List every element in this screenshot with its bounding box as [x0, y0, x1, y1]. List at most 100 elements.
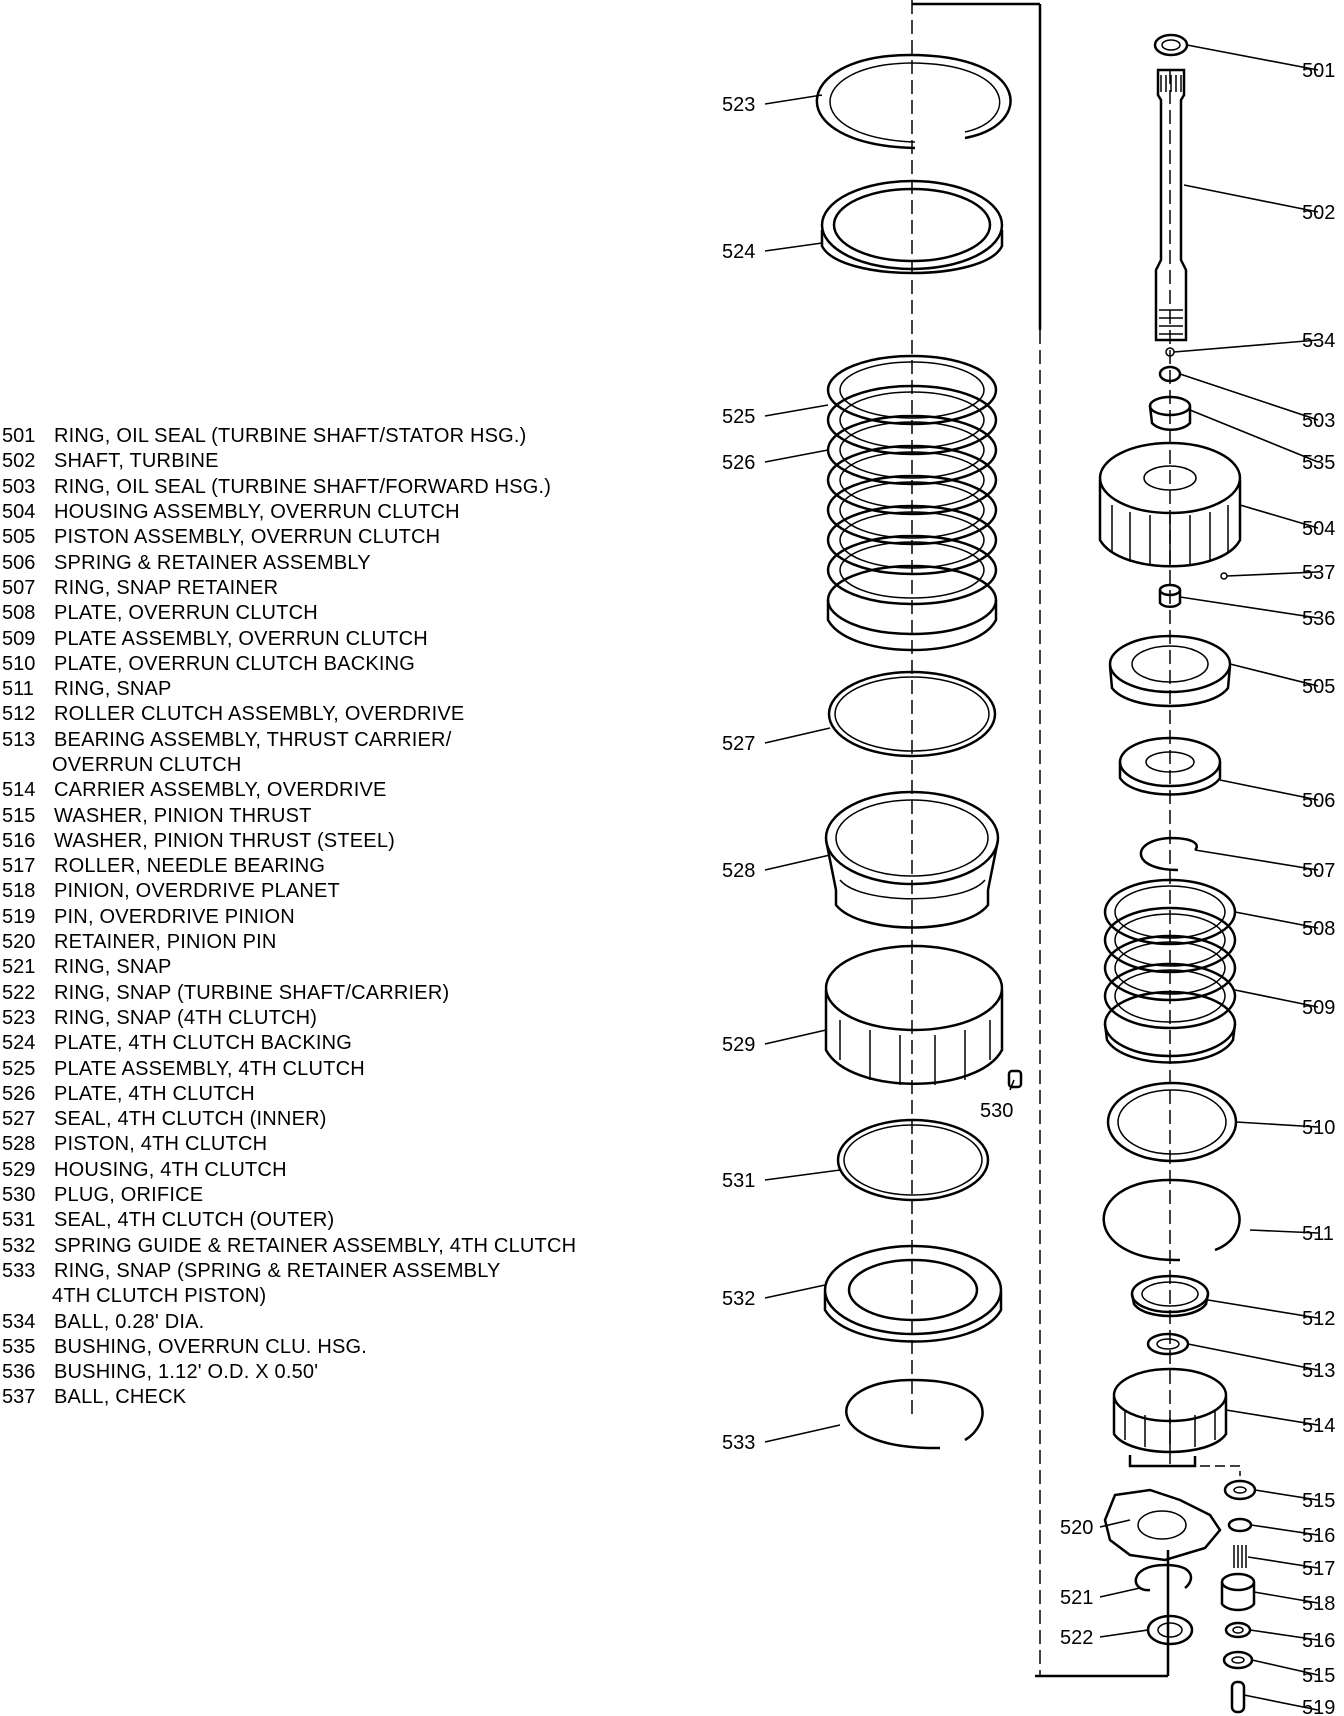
callout-514: 514 — [1302, 1415, 1335, 1437]
part-508-509-overrun-clutch-plate-stack — [1103, 878, 1237, 1064]
legend-part-description: SPRING & RETAINER ASSEMBLY — [54, 551, 371, 574]
part-501-oil-seal-ring — [1153, 33, 1189, 57]
legend-part-description: PLUG, ORIFICE — [54, 1184, 204, 1207]
legend-part-number: 509 — [2, 627, 36, 650]
callout-501: 501 — [1302, 60, 1335, 82]
legend-part-description: PISTON ASSEMBLY, OVERRUN CLUTCH — [54, 526, 441, 549]
legend-part-number: 508 — [2, 602, 36, 625]
part-513-thrust-bearing — [1146, 1332, 1190, 1356]
legend-part-description: WASHER, PINION THRUST — [54, 804, 312, 827]
callout-516: 516 — [1302, 1525, 1335, 1547]
legend-row: 525 PLATE ASSEMBLY, 4TH CLUTCH — [0, 1056, 700, 1081]
callout-502: 502 — [1302, 202, 1335, 224]
part-522-snap-ring-turbine-shaft-carrier — [1146, 1614, 1194, 1646]
callout-523: 523 — [722, 94, 755, 116]
legend-part-number: 515 — [2, 804, 36, 827]
legend-part-description: BUSHING, 1.12' O.D. X 0.50' — [54, 1361, 319, 1384]
legend-part-description: HOUSING, 4TH CLUTCH — [54, 1158, 287, 1181]
callout-504: 504 — [1302, 518, 1335, 540]
callout-532: 532 — [722, 1288, 755, 1310]
legend-part-description: RING, SNAP (SPRING & RETAINER ASSEMBLY — [54, 1259, 501, 1282]
legend-part-number: 502 — [2, 450, 36, 473]
callout-526: 526 — [722, 452, 755, 474]
part-520-pinion-pin-retainer — [1103, 1488, 1222, 1562]
callout-536: 536 — [1302, 608, 1335, 630]
callout-537: 537 — [1302, 562, 1335, 584]
legend-part-number: 517 — [2, 855, 36, 878]
part-519-overdrive-pinion-pin — [1230, 1680, 1246, 1714]
callout-528: 528 — [722, 860, 755, 882]
legend-part-description: SPRING GUIDE & RETAINER ASSEMBLY, 4TH CL… — [54, 1234, 577, 1257]
part-531-outer-seal-4th-clutch — [836, 1118, 990, 1202]
callout-508: 508 — [1302, 918, 1335, 940]
part-515-pinion-thrust-washer-bottom — [1222, 1650, 1254, 1670]
legend-row: 515 WASHER, PINION THRUST — [0, 803, 700, 828]
legend-part-number: 503 — [2, 475, 36, 498]
legend-part-description: PIN, OVERDRIVE PINION — [54, 905, 295, 928]
legend-part-description: PINION, OVERDRIVE PLANET — [54, 880, 340, 903]
legend-part-number: 516 — [2, 829, 36, 852]
callout-527: 527 — [722, 733, 755, 755]
legend-part-number: 535 — [2, 1335, 36, 1358]
part-536-bushing — [1158, 583, 1182, 608]
legend-part-description: PLATE ASSEMBLY, 4TH CLUTCH — [54, 1057, 365, 1080]
legend-part-number: 523 — [2, 1006, 36, 1029]
legend-part-number: 525 — [2, 1057, 36, 1080]
callout-505: 505 — [1302, 676, 1335, 698]
callout-517: 517 — [1302, 1558, 1335, 1580]
part-504-overrun-clutch-housing — [1098, 441, 1242, 568]
leader-lines — [764, 44, 1319, 1711]
legend-part-description: PLATE, OVERRUN CLUTCH BACKING — [54, 652, 416, 675]
legend-row: 532 SPRING GUIDE & RETAINER ASSEMBLY, 4TH… — [0, 1234, 700, 1259]
legend-part-number: 532 — [2, 1234, 36, 1257]
part-512-overdrive-roller-clutch — [1130, 1274, 1210, 1318]
legend-row-continuation: OVERRUN CLUTCH — [0, 753, 700, 778]
legend-part-number: 534 — [2, 1310, 36, 1333]
legend-part-number: 519 — [2, 905, 36, 928]
part-533-snap-ring-spring-retainer — [845, 1378, 984, 1450]
legend-part-number: 506 — [2, 551, 36, 574]
legend-part-description: CARRIER ASSEMBLY, OVERDRIVE — [54, 779, 387, 802]
callout-509: 509 — [1302, 997, 1335, 1019]
legend-part-description: RING, OIL SEAL (TURBINE SHAFT/FORWARD HS… — [54, 475, 552, 498]
legend-part-number: 529 — [2, 1158, 36, 1181]
part-535-bushing — [1148, 395, 1192, 431]
legend-part-number: 522 — [2, 981, 36, 1004]
legend-part-description-continued: OVERRUN CLUTCH — [52, 754, 242, 776]
part-537-check-ball — [1220, 572, 1228, 580]
legend-part-number: 530 — [2, 1184, 36, 1207]
callout-511: 511 — [1302, 1223, 1334, 1245]
callout-529: 529 — [722, 1034, 755, 1056]
legend-part-number: 518 — [2, 880, 36, 903]
legend-row: 529 HOUSING, 4TH CLUTCH — [0, 1158, 700, 1183]
callout-507: 507 — [1302, 860, 1335, 882]
assembly-frame — [911, 0, 1171, 1678]
legend-row: 524 PLATE, 4TH CLUTCH BACKING — [0, 1031, 700, 1056]
legend-part-number: 528 — [2, 1133, 36, 1156]
callout-512: 512 — [1302, 1308, 1335, 1330]
legend-part-description: PLATE, 4TH CLUTCH BACKING — [54, 1032, 353, 1055]
callout-518: 518 — [1302, 1593, 1335, 1615]
legend-part-number: 524 — [2, 1032, 36, 1055]
legend-part-number: 526 — [2, 1082, 36, 1105]
part-532-spring-guide-retainer — [823, 1244, 1003, 1343]
callout-515-lower: 515 — [1302, 1665, 1335, 1687]
